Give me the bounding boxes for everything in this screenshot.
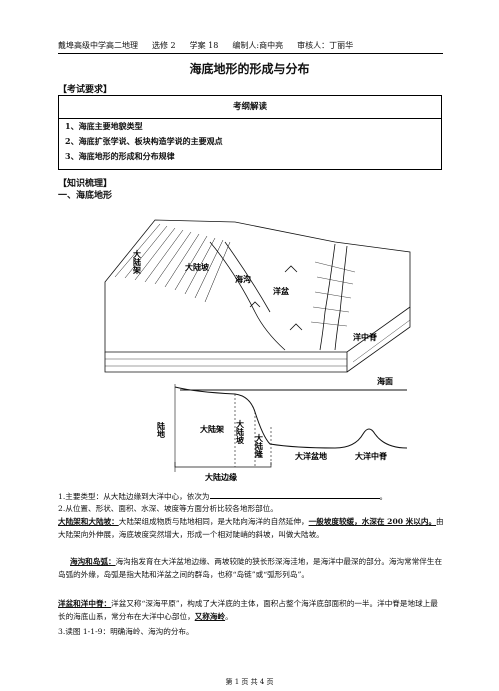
paragraph-2: 2.从位置、形状、面积、水深、坡度等方面分析比较各地形部位。 [58, 504, 278, 513]
header-plan: 学案 18 [189, 41, 219, 50]
exam-requirements-heading: 【考试要求】 [58, 85, 113, 95]
outline-item: 3、海底地形的形成和分布规律 [65, 151, 175, 161]
outline-item: 2、海底扩张学说、板块构造学说的主要观点 [65, 136, 223, 146]
block-label-ridge: 洋中脊 [353, 332, 378, 342]
profile-basin: 大洋盆地 [295, 451, 327, 461]
page-header: 戴埠高级中学高二地理 选修 2 学案 18 编制人:商中亮 审核人：丁丽华 [58, 40, 443, 54]
paragraph-1: 1.主要类型：从大陆边缘到大洋中心，依次为。 [58, 490, 388, 501]
block-label-trench: 海沟 [235, 274, 251, 284]
outline-item: 1、海底主要地貌类型 [65, 121, 143, 131]
knowledge-heading: 【知识梳理】 [58, 179, 113, 189]
page-footer: 第 1 页 共 4 页 [225, 678, 274, 686]
profile-sea-surface: 海面 [377, 376, 393, 386]
paragraph-6: 3.读图 1-1-9：明确海岭、海沟的分布。 [58, 627, 194, 636]
profile-rise: 大陆隆 [254, 433, 264, 459]
paragraph-3: 大陆架和大陆坡：大陆架组成物质与陆地相同，是大陆向海洋的自然延伸，一般坡度较缓，… [58, 517, 444, 539]
paragraph-4: 海沟和岛弧：海沟指发育在大洋盆地边缘、两坡较陡的狭长形深海洼地，是海洋中最深的部… [58, 557, 443, 579]
profile-ridge: 大洋中脊 [355, 451, 388, 461]
profile-land: 陆地 [157, 421, 166, 439]
block-label-basin: 洋盆 [273, 286, 290, 296]
header-book: 选修 2 [152, 41, 176, 50]
header-school: 戴埠高级中学高二地理 [58, 41, 138, 50]
block-label-shelf: 大陆架 [133, 249, 142, 275]
seafloor-diagram: 大陆架 大陆坡 海沟 洋盆 洋中脊 海面 陆地 大陆架 大陆坡 大陆隆 大洋盆地… [104, 219, 411, 482]
outline-header: 考纲解读 [59, 96, 441, 119]
header-editor: 编制人:商中亮 [232, 41, 284, 50]
profile-margin: 大陆边缘 [205, 472, 237, 482]
profile-diagram [174, 384, 408, 472]
profile-shelf: 大陆架 [200, 424, 224, 434]
answer-blank[interactable] [209, 490, 380, 499]
seafloor-subheading: 一、海底地形 [58, 191, 113, 201]
profile-slope: 大陆坡 [235, 419, 245, 445]
block-diagram [104, 219, 411, 373]
paragraph-5: 洋盆和洋中脊：洋盆又称“深海平原”，构成了大洋底的主体，面积占整个海洋底部面积的… [58, 599, 438, 621]
page-title: 海底地形的形成与分布 [189, 62, 310, 76]
header-reviewer: 审核人：丁丽华 [297, 41, 354, 50]
exam-outline-table: 考纲解读 1、海底主要地貌类型 2、海底扩张学说、板块构造学说的主要观点 3、海… [58, 95, 442, 170]
block-label-slope: 大陆坡 [185, 262, 210, 272]
